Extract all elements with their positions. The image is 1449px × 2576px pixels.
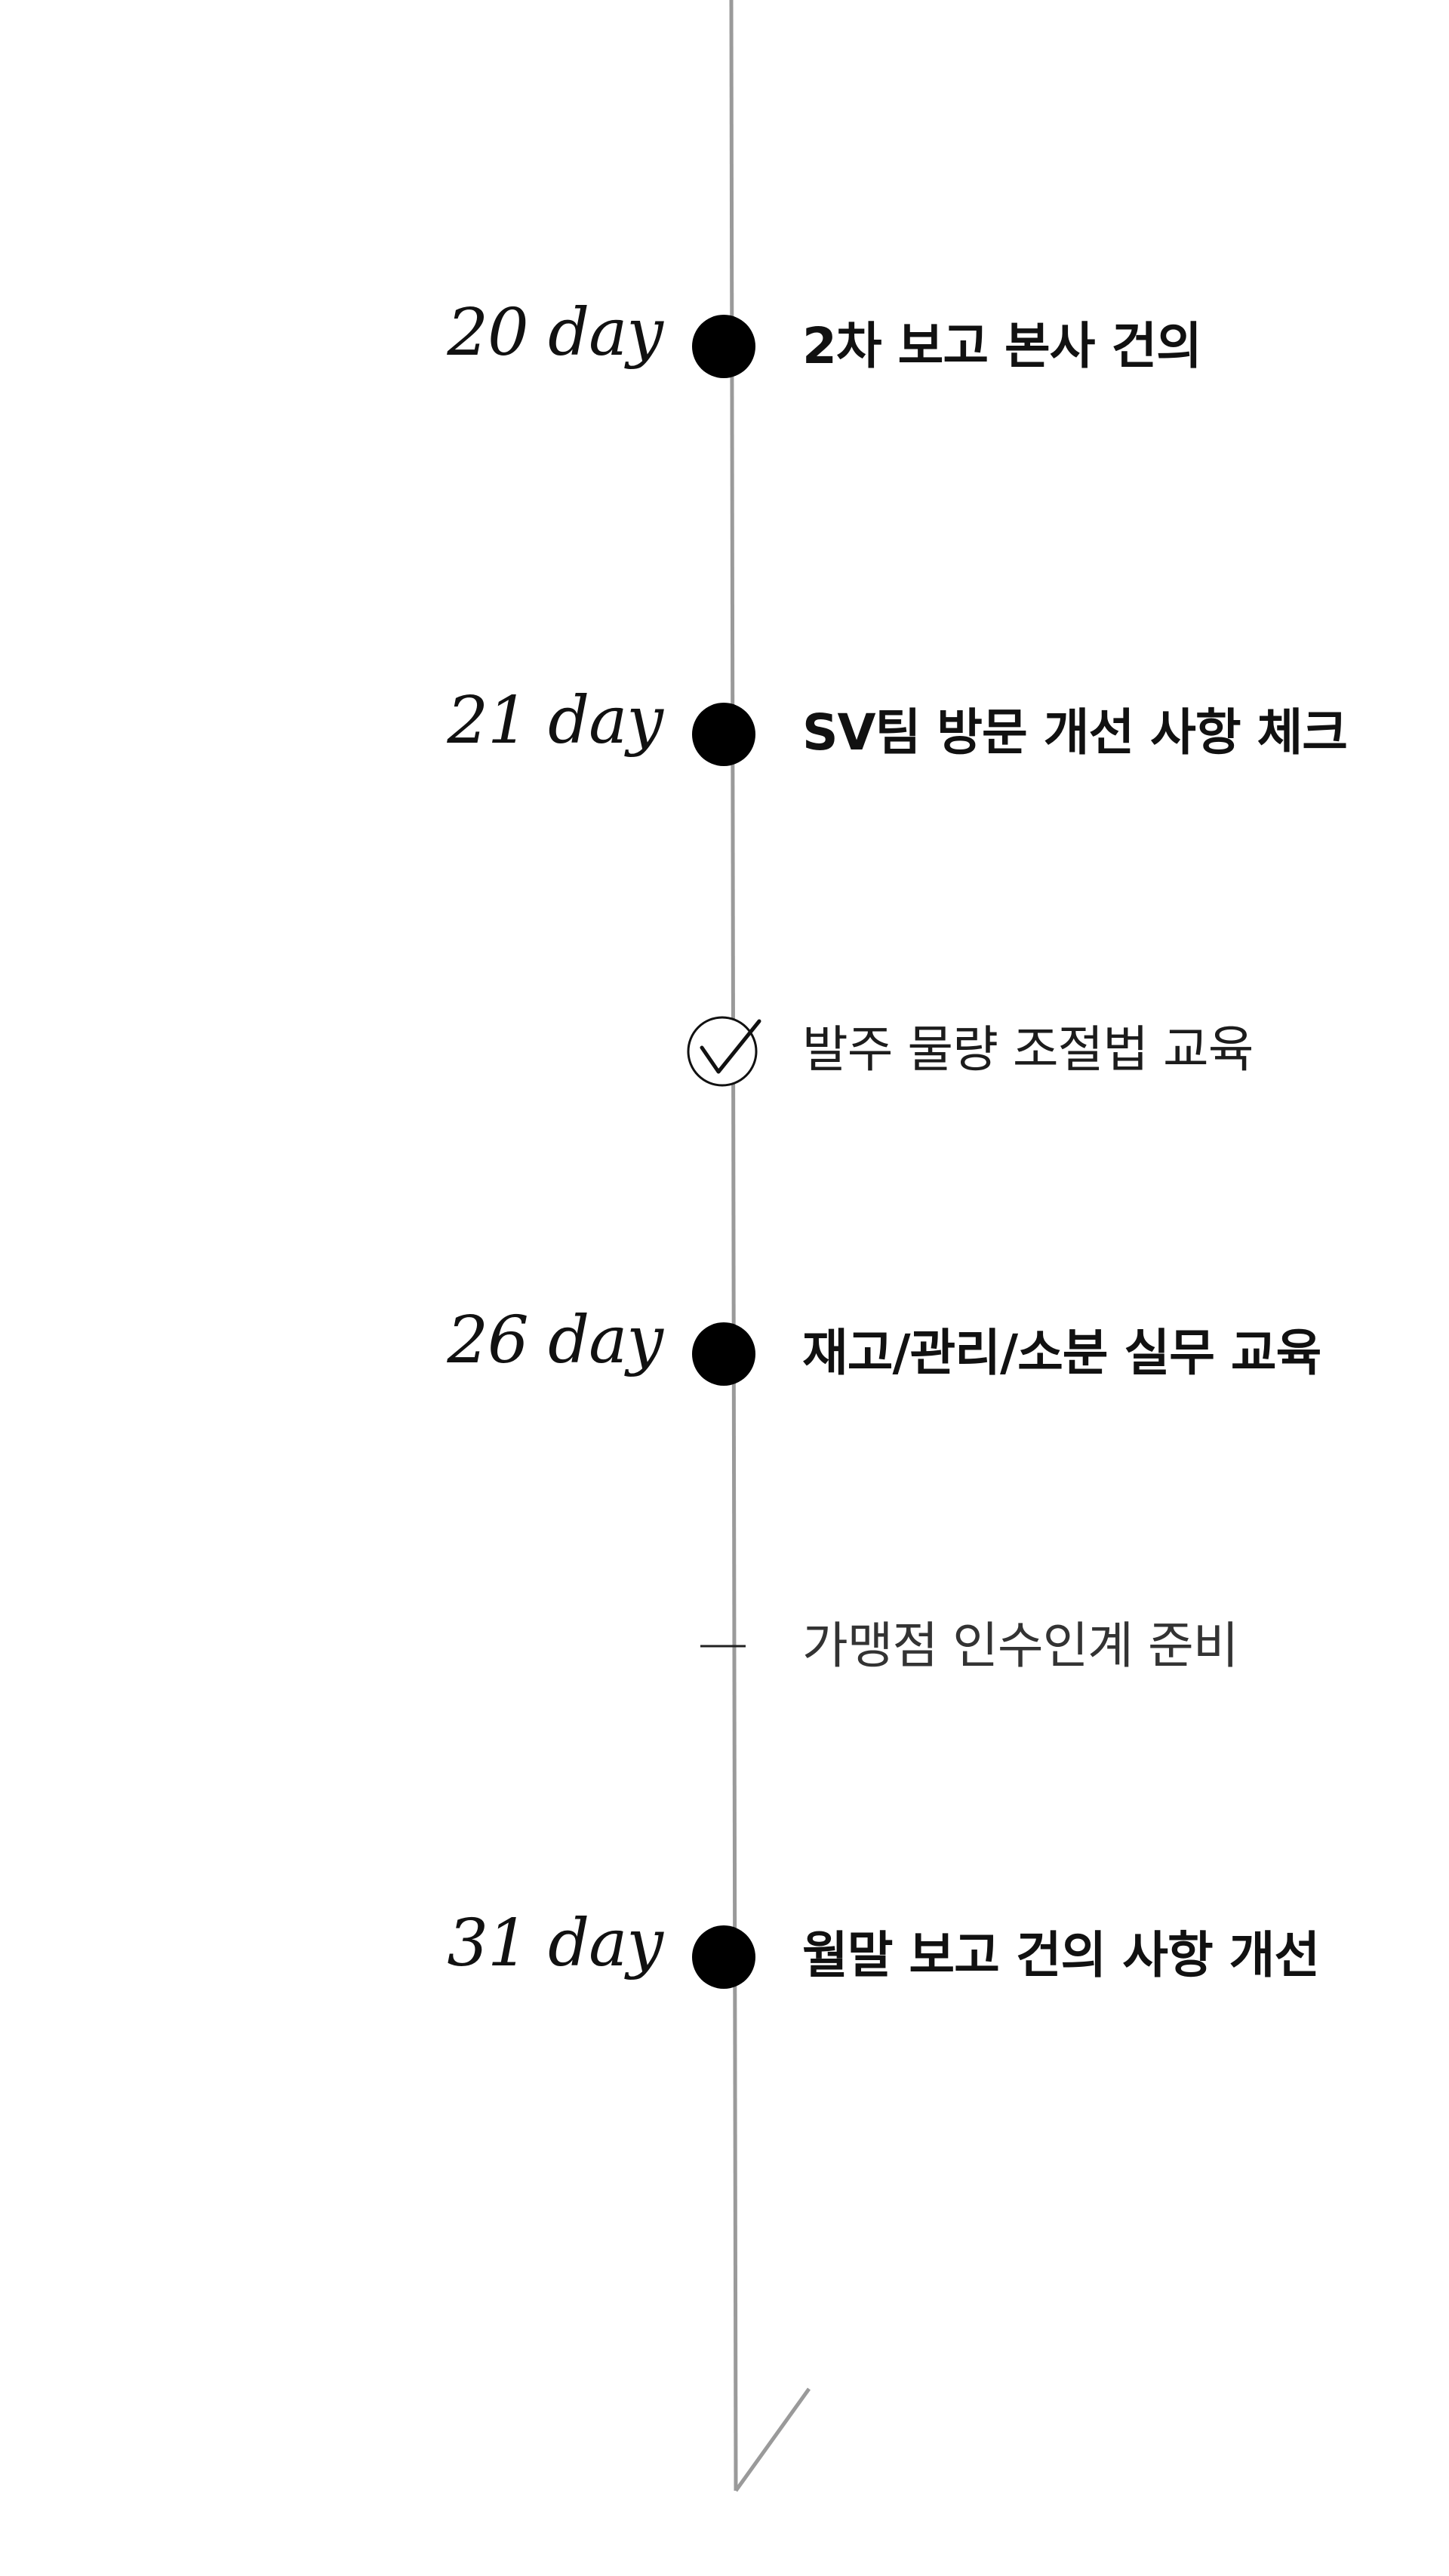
marker-dot-3 [692,1322,755,1386]
event-label-inventory-training: 재고/관리/소분 실무 교육 [802,1324,1321,1382]
day-label-31: 31 day [447,1906,663,1981]
event-label-handover-prep: 가맹점 인수인계 준비 [802,1617,1238,1675]
event-label-monthly-report: 월말 보고 건의 사항 개선 [802,1926,1320,1984]
marker-dot-1 [692,315,755,378]
day-label-20: 20 day [447,295,663,371]
day-label-26: 26 day [447,1303,663,1378]
event-label-report-hq: 2차 보고 본사 건의 [802,317,1202,375]
timeline-line [729,0,738,2491]
marker-dot-4 [692,1925,755,1989]
event-label-order-training: 발주 물량 조절법 교육 [802,1020,1254,1079]
check-circle-icon [687,1016,761,1087]
event-label-sv-visit: SV팀 방문 개선 사항 체크 [802,703,1348,762]
timeline-end-tick [734,2387,811,2492]
day-label-21: 21 day [447,683,663,759]
marker-dot-2 [692,703,755,766]
